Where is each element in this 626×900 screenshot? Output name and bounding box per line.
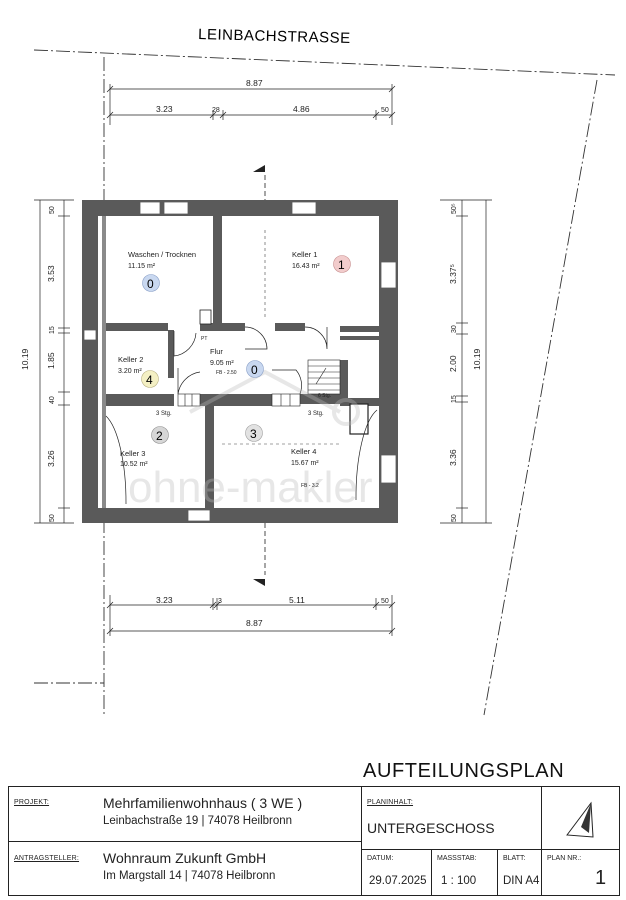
room-area-waschen: 11.15 m² (128, 263, 156, 270)
dim-right-g: 50 (451, 514, 458, 522)
datum-value: 29.07.2025 (369, 875, 427, 887)
dimension-bottom (106, 595, 396, 636)
unit-badge-text: 2 (156, 429, 163, 443)
dim-top-total: 8.87 (246, 78, 263, 88)
dim-right-b: 3.37⁵ (448, 264, 458, 284)
antragsteller-label: ANTRAGSTELLER: (14, 855, 80, 862)
unit-badge-text: 4 (146, 373, 153, 387)
room-area-keller1: 16.43 m² (292, 263, 320, 270)
projekt-name: Mehrfamilienwohnhaus ( 3 WE ) (103, 795, 303, 811)
unit-badge-text: 0 (147, 277, 154, 291)
room-name-keller3: Keller 3 (120, 449, 145, 458)
dim-left-total: 10.19 (20, 348, 30, 370)
dim-left-f: 3.26 (46, 450, 56, 467)
title-block: PROJEKT: Mehrfamilienwohnhaus ( 3 WE ) L… (8, 786, 620, 896)
dim-right-total: 10.19 (472, 348, 482, 370)
room-name-waschen: Waschen / Trocknen (128, 250, 196, 259)
dim-left-e: 40 (49, 396, 56, 404)
dim-left-c: 15 (49, 326, 56, 334)
room-name-flur: Flur (210, 347, 223, 356)
unit-badge-text: 1 (338, 258, 345, 272)
room-area-keller2: 3.20 m² (118, 368, 142, 375)
staircase (177, 359, 341, 407)
interior-walls (106, 216, 379, 508)
blatt-label: BLATT: (503, 855, 526, 862)
antragsteller-address: Im Margstall 14 | 74078 Heilbronn (103, 870, 276, 882)
dim-bottom-end: 50 (381, 598, 389, 605)
massstab-label: MASSSTAB: (437, 855, 477, 862)
window (187, 509, 211, 522)
pt-label: PT (201, 336, 207, 342)
section-arrow-bottom-icon (253, 579, 265, 586)
dimension-top (106, 84, 396, 125)
unit-badge (245, 424, 263, 442)
room-name-keller2: Keller 2 (118, 355, 143, 364)
room-area-keller4: 15.67 m² (291, 460, 319, 467)
room-area-keller3: 10.52 m² (120, 461, 148, 468)
dim-bottom-right: 5.11 (289, 595, 305, 605)
room-name-keller4: Keller 4 (291, 447, 316, 456)
dim-right-d: 2.00 (448, 355, 458, 372)
dim-bottom-left: 3.23 (156, 595, 173, 605)
window (139, 201, 161, 215)
dim-left-a: 50 (49, 206, 56, 214)
projekt-address: Leinbachstraße 19 | 74078 Heilbronn (103, 815, 293, 827)
dim-right-c: 30 (451, 325, 458, 333)
watermark-text: ohne-makler (128, 463, 373, 512)
window (380, 261, 397, 289)
dim-left-b: 3.53 (46, 265, 56, 282)
unit-badge-text: 0 (251, 363, 258, 377)
dim-right-f: 3.36 (448, 449, 458, 466)
door-swings (105, 326, 378, 505)
dim-right-e: 15 (451, 395, 458, 403)
section-arrow-top-icon (253, 165, 265, 172)
datum-label: DATUM: (367, 855, 394, 862)
room-fb-keller4: FB - 3.2 (301, 483, 319, 489)
dim-top-right: 4.86 (293, 104, 310, 114)
blatt-value: DIN A4 (503, 875, 540, 887)
property-boundary (33, 49, 616, 716)
stair-label-1: 3 Stg. (156, 411, 172, 417)
dim-top-mid: 28 (212, 107, 220, 114)
plannr-value: 1 (595, 867, 607, 889)
window (291, 201, 317, 215)
dim-top-end: 50 (381, 107, 389, 114)
north-arrow-icon (566, 801, 594, 838)
dim-bottom-mid: 3 (218, 598, 222, 605)
massstab-value: 1 : 100 (441, 875, 477, 887)
street-name: LEINBACHSTRASSE (198, 26, 351, 47)
unit-badge (141, 370, 159, 388)
floor-plan-drawing: LEINBACHSTRASSE 8.87 3.23 28 4.86 50 (20, 26, 616, 716)
dimension-left (34, 199, 74, 524)
planinhalt-label: PLANINHALT: (367, 799, 414, 806)
plan-heading: AUFTEILUNGSPLAN (363, 760, 565, 782)
window (380, 454, 397, 484)
planinhalt-value: UNTERGESCHOSS (367, 820, 495, 836)
antragsteller-name: Wohnraum Zukunft GmbH (103, 850, 267, 866)
unit-badge (246, 360, 264, 378)
watermark: ohne-makler (128, 369, 373, 512)
dimension-right (440, 199, 492, 524)
unit-badge (333, 255, 351, 273)
dim-left-g: 50 (49, 514, 56, 522)
stair-label-2: 3 Stg. (308, 411, 324, 417)
projekt-label: PROJEKT: (14, 799, 50, 806)
dim-bottom-total: 8.87 (246, 618, 263, 628)
dim-left-d: 1.85 (46, 352, 56, 369)
window (163, 201, 189, 215)
window (83, 329, 97, 341)
unit-badge (151, 426, 169, 444)
unit-badge-text: 3 (250, 427, 257, 441)
dim-top-left: 3.23 (156, 104, 173, 114)
plannr-label: PLAN NR.: (547, 855, 582, 862)
room-fb-flur: FB - 2.50 (216, 370, 237, 376)
dim-right-a: 50⁵ (451, 203, 458, 214)
stair-label-3: 6 Stg. (318, 393, 331, 399)
unit-badges: 0 1 4 0 2 3 (141, 255, 351, 444)
room-area-flur: 9.05 m² (210, 360, 234, 367)
unit-badge (142, 274, 160, 292)
room-name-keller1: Keller 1 (292, 250, 317, 259)
